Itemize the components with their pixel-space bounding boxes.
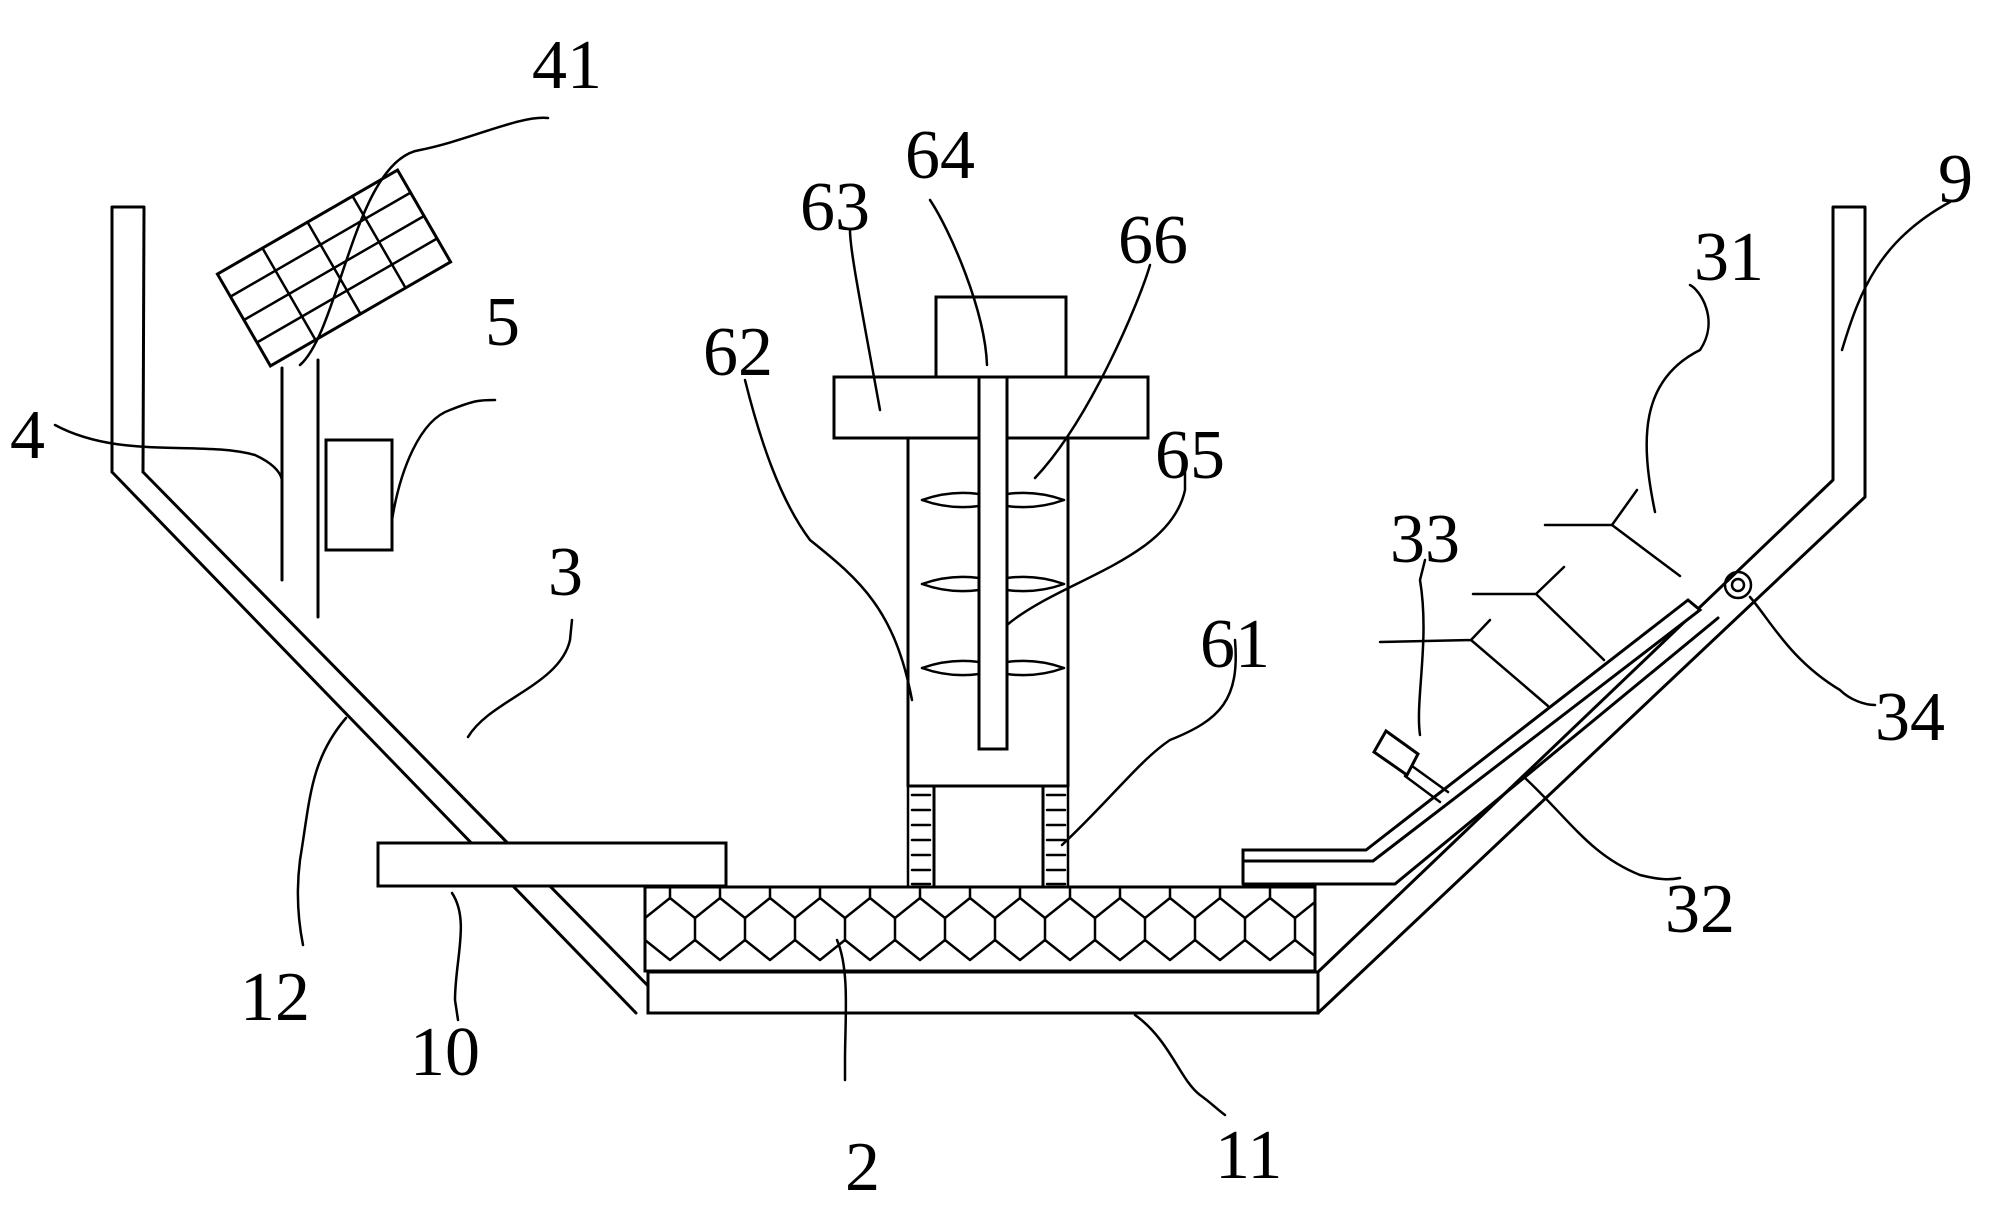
label-9: 9 (1938, 141, 1973, 218)
label-2: 2 (845, 1129, 880, 1205)
label-66: 66 (1118, 202, 1188, 279)
label-32: 32 (1665, 871, 1735, 948)
agitator-assembly (832, 295, 1150, 889)
honeycomb-filter (643, 885, 1317, 973)
controller-box (324, 438, 394, 552)
label-63: 63 (800, 169, 870, 246)
motor (934, 295, 1068, 379)
label-33: 33 (1390, 501, 1460, 578)
base-plate (646, 970, 1320, 1015)
label-64: 64 (905, 117, 975, 194)
label-41: 41 (532, 27, 602, 104)
label-62: 62 (703, 314, 773, 391)
left-platform (376, 841, 728, 888)
label-4: 4 (10, 397, 45, 474)
label-12: 12 (240, 959, 310, 1036)
label-31: 31 (1694, 219, 1764, 296)
right-parts (1372, 488, 1753, 804)
solar-panel (215, 168, 453, 368)
right-incline-plate (1241, 598, 1720, 886)
label-34: 34 (1875, 679, 1945, 756)
leader-lines (53, 116, 1952, 1117)
trough-body (110, 205, 1867, 1015)
label-61: 61 (1200, 606, 1270, 683)
label-10: 10 (410, 1014, 480, 1091)
label-11: 11 (1215, 1117, 1282, 1194)
label-5: 5 (485, 284, 520, 361)
solar-assembly (215, 168, 453, 619)
shaft (977, 375, 1009, 751)
reference-labels: 41 64 63 66 9 31 5 62 4 65 33 3 61 34 12… (10, 27, 1973, 1205)
label-3: 3 (548, 534, 583, 611)
label-65: 65 (1155, 417, 1225, 494)
